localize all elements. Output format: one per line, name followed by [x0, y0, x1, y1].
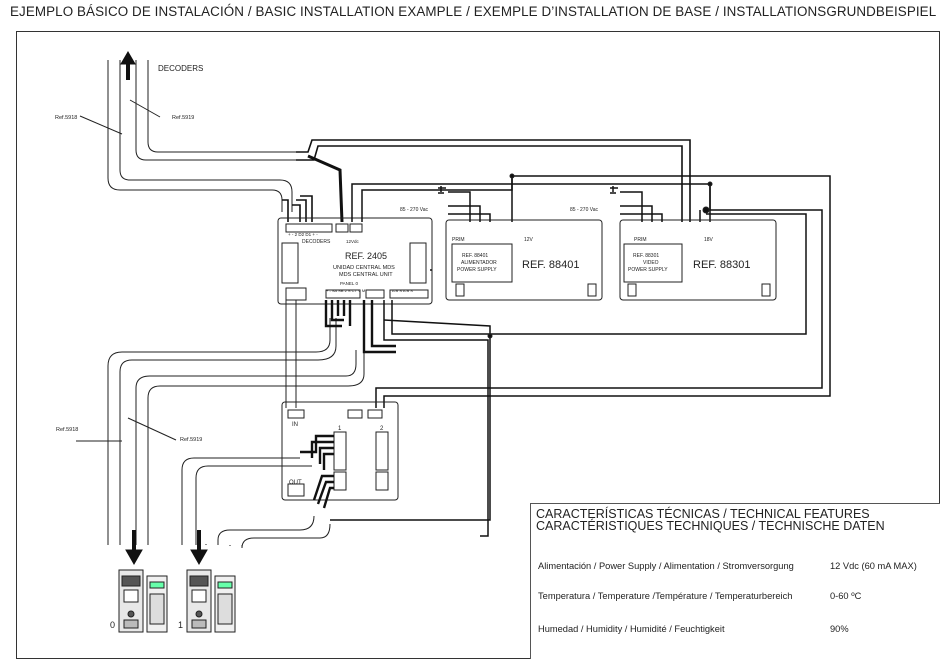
central-name-en: MDS CENTRAL UNIT	[339, 272, 393, 278]
technical-features-title: CARACTERÍSTICAS TÉCNICAS / TECHNICAL FEA…	[536, 507, 885, 533]
feature-label-humidity: Humedad / Humidity / Humidité / Feuchtig…	[538, 624, 725, 634]
distributor-col2: 2	[380, 426, 384, 432]
psu88401-ref-big: REF. 88401	[522, 259, 579, 271]
psu88301-name: VIDEO	[643, 260, 659, 266]
panel-1-number: 1	[178, 620, 183, 630]
decoders-cable-outer	[107, 60, 296, 212]
feature-label-power: Alimentación / Power Supply / Alimentati…	[538, 561, 794, 571]
distributor-box	[281, 401, 399, 501]
features-title-line1: CARACTERÍSTICAS TÉCNICAS / TECHNICAL FEA…	[536, 507, 870, 521]
decoders-arrow-head	[120, 51, 136, 65]
psu88401-voltage: 85 - 270 Vac	[400, 207, 428, 213]
panel-1	[186, 569, 236, 633]
cable-ref5918-bottom: Ref.5918	[56, 427, 78, 433]
psu88401-out: 12V	[524, 237, 534, 243]
feature-label-temperature: Temperatura / Temperature /Température /…	[538, 591, 793, 601]
decoders-label: DECODERS	[158, 64, 203, 73]
central-ref: REF. 2405	[345, 251, 387, 261]
cable-ref5919-top: Ref.5919	[172, 115, 194, 121]
psu88401-name: ALIMENTADOR	[461, 260, 497, 266]
diagram-frame	[16, 31, 940, 659]
feature-value-humidity: 90%	[830, 624, 849, 634]
feature-value-temperature: 0-60 ºC	[830, 591, 862, 601]
psu-88401-box	[445, 219, 603, 301]
central-name-es: UNIDAD CENTRAL MDS	[333, 265, 395, 271]
psu88301-prim: PRIM	[634, 237, 647, 243]
distributor-out-label: OUT	[289, 480, 302, 486]
panel-cable-bundle	[107, 300, 365, 545]
feature-value-power: 12 Vdc (60 mA MAX)	[830, 561, 917, 571]
central-decoders-terminal: DECODERS	[302, 239, 331, 245]
page-title: EJEMPLO BÁSICO DE INSTALACIÓN / BASIC IN…	[10, 4, 937, 19]
cable-ref5918-top: Ref.5918	[55, 115, 77, 121]
central-ms-terminals: A B S A B S	[392, 288, 413, 293]
distributor-col1: 1	[338, 426, 342, 432]
psu88301-out: 18V	[704, 237, 714, 243]
psu88301-ref-big: REF. 88301	[693, 259, 750, 271]
central-terminals-bottom: + - SA SB 2 S CT V M	[326, 288, 365, 293]
central-terminals-top: + - 2 D2 D1 + -	[288, 232, 318, 237]
psu88401-name2: POWER SUPPLY	[457, 267, 497, 273]
central-unit-box	[277, 217, 433, 305]
psu88401-ref-small: REF. 88401	[462, 253, 488, 259]
distributor-panel-cables	[181, 457, 331, 549]
central-12vdc: 12Vdc	[346, 239, 360, 244]
features-title-line2: CARACTÉRISTIQUES TECHNIQUES / TECHNISCHE…	[536, 519, 885, 533]
cable-ref5919-bottom: Ref.5919	[180, 437, 202, 443]
psu88301-name2: POWER SUPPLY	[628, 267, 668, 273]
psu-88301-box	[619, 219, 777, 301]
panel-0	[118, 569, 168, 633]
psu88301-voltage: 85 - 270 Vac	[570, 207, 598, 213]
psu88301-ref-small: REF. 88301	[633, 253, 659, 259]
central-panel-label: PANEL 0	[340, 281, 359, 286]
panel-0-number: 0	[110, 620, 115, 630]
technical-features-box	[530, 503, 940, 659]
distributor-in-label: IN	[292, 422, 298, 428]
psu88401-prim: PRIM	[452, 237, 465, 243]
